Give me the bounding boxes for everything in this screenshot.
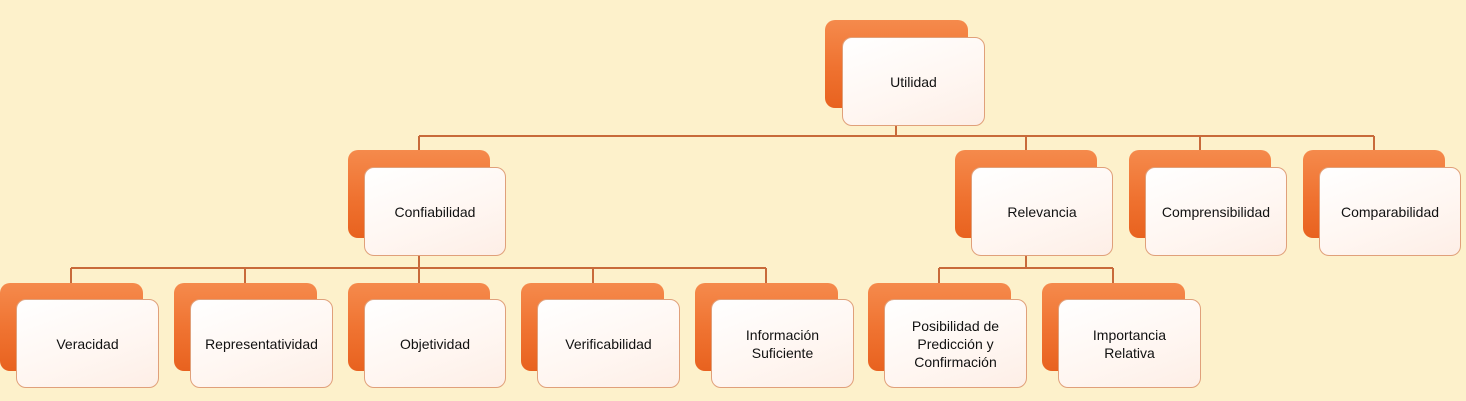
node-verificabilidad[interactable]: Verificabilidad bbox=[521, 283, 680, 388]
node-label: Confiabilidad bbox=[364, 167, 506, 256]
node-comparabilidad[interactable]: Comparabilidad bbox=[1303, 150, 1461, 256]
node-label: Verificabilidad bbox=[537, 299, 680, 388]
node-utilidad[interactable]: Utilidad bbox=[825, 20, 985, 126]
node-label: Posibilidad de Predicción y Confirmación bbox=[884, 299, 1027, 388]
node-label: Información Suficiente bbox=[711, 299, 854, 388]
node-veracidad[interactable]: Veracidad bbox=[0, 283, 159, 388]
node-label: Relevancia bbox=[971, 167, 1113, 256]
node-representatividad[interactable]: Representatividad bbox=[174, 283, 333, 388]
node-label: Comparabilidad bbox=[1319, 167, 1461, 256]
node-relevancia[interactable]: Relevancia bbox=[955, 150, 1113, 256]
node-posibilidad-prediccion[interactable]: Posibilidad de Predicción y Confirmación bbox=[868, 283, 1027, 388]
node-importancia-relativa[interactable]: Importancia Relativa bbox=[1042, 283, 1201, 388]
node-informacion-suficiente[interactable]: Información Suficiente bbox=[695, 283, 854, 388]
node-label: Representatividad bbox=[190, 299, 333, 388]
node-label: Objetividad bbox=[364, 299, 506, 388]
node-objetividad[interactable]: Objetividad bbox=[348, 283, 506, 388]
node-label: Comprensibilidad bbox=[1145, 167, 1287, 256]
node-confiabilidad[interactable]: Confiabilidad bbox=[348, 150, 506, 256]
node-label: Importancia Relativa bbox=[1058, 299, 1201, 388]
node-label: Utilidad bbox=[842, 37, 985, 126]
node-comprensibilidad[interactable]: Comprensibilidad bbox=[1129, 150, 1287, 256]
node-label: Veracidad bbox=[16, 299, 159, 388]
